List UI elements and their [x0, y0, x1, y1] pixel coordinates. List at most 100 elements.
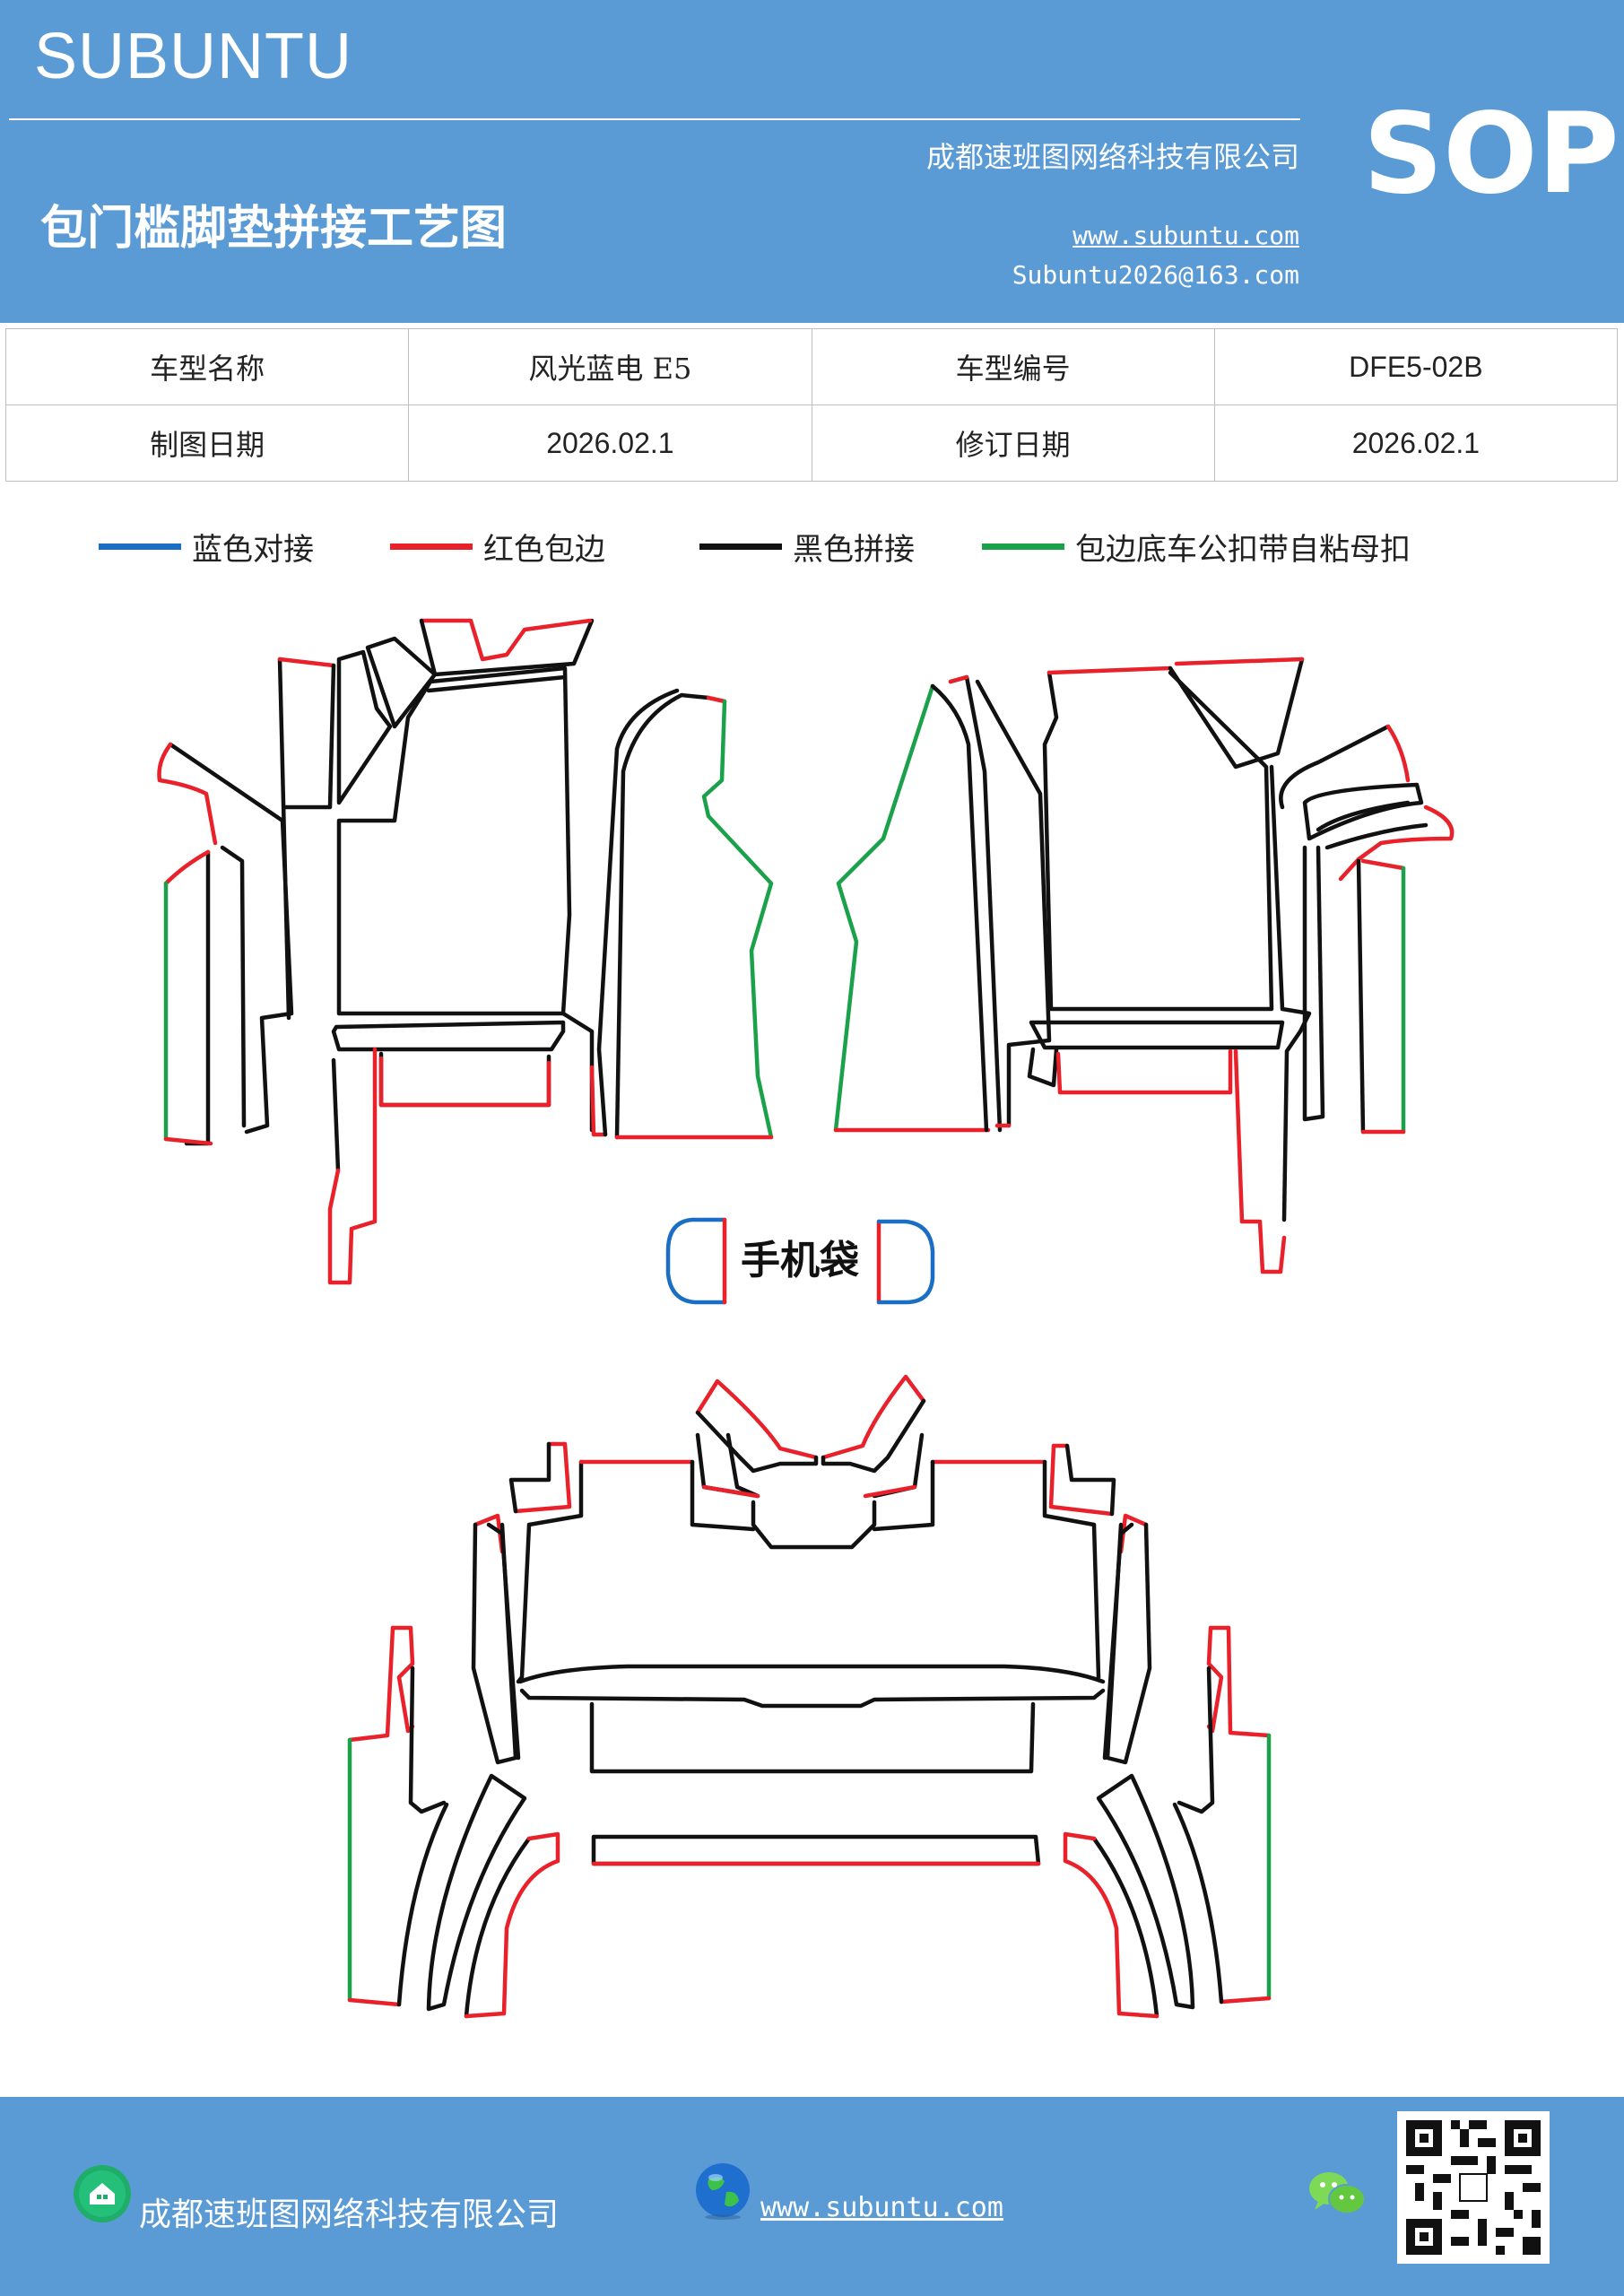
- mat-edge: [706, 695, 727, 704]
- mat-edge: [163, 1136, 213, 1146]
- mat-edge: [513, 1441, 572, 1514]
- mat-edge: [419, 618, 593, 662]
- label-draw-date: 制图日期: [4, 404, 410, 482]
- mat-edge: [1055, 1048, 1233, 1095]
- label-revision-date: 修订日期: [811, 404, 1215, 482]
- mat-edge: [695, 1378, 819, 1460]
- mat-piece: [508, 1441, 551, 1514]
- mat-piece: [1324, 822, 1429, 850]
- legend-item-blue: 蓝色对接: [99, 525, 314, 569]
- mat-piece: [695, 1410, 819, 1474]
- mat-edge: [157, 742, 218, 846]
- table-row: 制图日期 2026.02.1 修订日期 2026.02.1: [4, 404, 1619, 482]
- mat-piece: [419, 618, 438, 677]
- mat-edge: [1046, 665, 1173, 675]
- value-model-code: DFE5-02B: [1213, 328, 1619, 405]
- table-row: 车型名称 风光蓝电 E5 车型编号 DFE5-02B: [4, 328, 1619, 405]
- mat-piece: [282, 663, 336, 810]
- mat-piece: [1168, 657, 1305, 770]
- mat-piece: [331, 1020, 566, 1052]
- pocket-blue-seam-left: [665, 1217, 727, 1305]
- mat-edge: [1048, 1443, 1115, 1517]
- phone-pocket-group: 手机袋: [665, 1217, 935, 1305]
- legend-label: 红色包边: [483, 532, 605, 568]
- header-divider: [9, 118, 1300, 120]
- mat-piece: [432, 618, 595, 677]
- mat-piece: [426, 674, 568, 693]
- mat-edge: [163, 849, 211, 886]
- mat-piece: [1027, 1047, 1059, 1088]
- wechat-icon[interactable]: [1306, 2167, 1368, 2219]
- mat-edge: [701, 1484, 917, 1499]
- mat-edge: [464, 1831, 560, 2019]
- mat-edge: [1174, 657, 1305, 666]
- legend-label: 蓝色对接: [192, 532, 314, 568]
- mat-edge: [1063, 1831, 1159, 2019]
- legend-item-red: 红色包边: [390, 525, 605, 569]
- legend-item-green: 包边底车公扣带自粘母扣: [982, 525, 1411, 569]
- footer-website-link[interactable]: www.subuntu.com: [760, 2192, 1003, 2223]
- mat-piece: [519, 1688, 1106, 1709]
- mat-piece: [331, 1057, 341, 1173]
- brand-name: SUBUNTU: [34, 21, 353, 92]
- header-banner: SUBUNTU 成都速班图网络科技有限公司 包门槛脚垫拼接工艺图 www.sub…: [0, 0, 1624, 323]
- legend-swatch-black: [699, 544, 782, 550]
- home-icon: [74, 2165, 131, 2222]
- mat-edge: [473, 1513, 505, 1554]
- mat-piece: [872, 1459, 1101, 1680]
- mat-piece: [975, 679, 1052, 1128]
- mat-edge: [701, 699, 774, 1140]
- header-company: 成都速班图网络科技有限公司: [925, 140, 1299, 174]
- mat-piece: [591, 1834, 1041, 1866]
- rear-mat-group: [347, 1374, 1272, 2019]
- value-model-name: 风光蓝电 E5: [408, 328, 812, 405]
- mat-edge: [1385, 724, 1411, 783]
- value-draw-date: 2026.02.1: [408, 404, 812, 482]
- mat-edge: [821, 1374, 926, 1460]
- mat-piece: [426, 1773, 527, 2012]
- label-model-code: 车型编号: [811, 328, 1215, 405]
- mat-edge: [833, 683, 935, 1133]
- legend-swatch-blue: [99, 544, 181, 550]
- footer-banner: 成都速班图网络科技有限公司 www.subuntu.com: [0, 2097, 1624, 2296]
- floor-mat-diagram: 手机袋: [157, 618, 1455, 2019]
- label-model-name: 车型名称: [4, 328, 410, 405]
- mat-edge: [589, 1065, 608, 1137]
- left-front-mat-group: [157, 618, 774, 1285]
- legend-swatch-red: [390, 544, 473, 550]
- footer-company: 成都速班图网络科技有限公司: [139, 2196, 560, 2233]
- qr-code: [1397, 2111, 1550, 2264]
- mat-piece: [589, 1701, 1036, 1774]
- right-front-mat-group: [833, 657, 1455, 1274]
- mat-piece: [464, 1836, 532, 2019]
- mat-edge: [378, 1056, 551, 1108]
- header-email[interactable]: Subuntu2026@163.com: [1012, 260, 1299, 290]
- mat-piece: [220, 845, 247, 1128]
- mat-piece: [1096, 1773, 1195, 2010]
- mat-piece: [821, 1398, 926, 1474]
- header-website-link[interactable]: www.subuntu.com: [1073, 221, 1299, 250]
- mat-piece: [930, 683, 989, 1133]
- mat-edge: [1226, 1625, 1272, 1738]
- mat-piece: [1042, 670, 1274, 1012]
- mat-piece: [690, 1459, 756, 1532]
- mat-edge: [327, 1047, 378, 1285]
- mat-piece: [1102, 1522, 1134, 1761]
- mat-piece: [516, 1459, 584, 1684]
- mat-piece: [1302, 782, 1424, 841]
- mat-edge: [948, 674, 969, 684]
- mat-piece: [614, 692, 711, 1140]
- mat-piece: [1029, 1020, 1285, 1050]
- mat-piece: [1279, 724, 1391, 810]
- mat-piece: [336, 649, 393, 805]
- mat-edge: [1219, 1996, 1272, 2005]
- mat-edge: [1360, 858, 1406, 871]
- mat-edge: [347, 1997, 402, 2007]
- mat-piece: [408, 1665, 447, 1814]
- legend-label: 包边底车公扣带自粘母扣: [1075, 532, 1411, 568]
- mat-piece: [1356, 858, 1366, 1135]
- mat-piece: [751, 1500, 877, 1550]
- mat-edge: [277, 657, 336, 668]
- mat-piece: [277, 657, 291, 1021]
- seam-legend: 蓝色对接 红色包边 黑色拼接 包边底车公扣带自粘母扣: [0, 525, 1624, 570]
